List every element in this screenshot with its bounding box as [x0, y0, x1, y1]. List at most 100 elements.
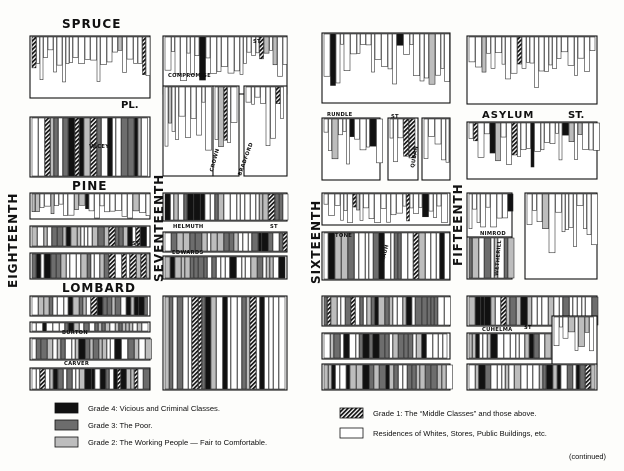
house-lot — [69, 36, 73, 63]
house-lot — [132, 226, 136, 247]
house-lot — [406, 193, 410, 222]
house-lot — [99, 193, 105, 207]
house-lot — [392, 33, 397, 85]
house-lot — [164, 256, 171, 279]
house-lot — [323, 193, 329, 205]
house-lot — [368, 232, 374, 280]
house-lot — [229, 256, 237, 279]
house-lot — [374, 296, 379, 326]
house-lot — [262, 256, 267, 279]
house-lot — [239, 36, 244, 75]
house-lot — [338, 118, 343, 136]
house-lot — [200, 193, 205, 221]
house-lot — [229, 232, 234, 252]
house-lot — [241, 296, 247, 390]
house-lot — [31, 36, 37, 69]
house-lot — [31, 193, 36, 212]
house-lot — [174, 256, 182, 279]
legend-swatch-grade4 — [54, 402, 79, 414]
house-lot — [495, 296, 501, 326]
house-lot — [384, 232, 391, 280]
house-lot — [173, 193, 179, 221]
house-lot — [245, 86, 252, 103]
house-lot — [129, 322, 133, 332]
house-lot — [468, 237, 473, 279]
house-lot — [126, 368, 131, 390]
house-lot — [37, 226, 44, 247]
house-lot — [436, 232, 440, 280]
house-lot — [114, 338, 122, 360]
house-lot — [133, 36, 138, 64]
house-lot — [277, 36, 283, 77]
house-lot — [340, 296, 346, 326]
house-lot — [274, 193, 280, 221]
house-lot — [109, 322, 116, 332]
house-lot — [562, 316, 569, 339]
house-lot — [104, 193, 110, 213]
house-lot — [236, 256, 242, 279]
house-lot — [444, 33, 450, 82]
house-lot — [205, 36, 211, 59]
house-lot — [350, 33, 357, 55]
house-lot — [407, 364, 412, 390]
house-lot — [98, 322, 102, 332]
house-lot — [117, 36, 123, 51]
house-lot — [378, 296, 385, 326]
house-lot — [478, 364, 486, 390]
house-lot — [259, 36, 264, 60]
house-lot — [79, 368, 85, 390]
house-lot — [514, 364, 521, 390]
house-lot — [238, 232, 243, 252]
house-lot — [112, 36, 118, 53]
house-lot — [90, 253, 95, 279]
house-lot — [526, 36, 530, 63]
alley-label-edwards: EDWARDS — [172, 250, 204, 256]
house-lot — [593, 122, 600, 151]
house-lot — [573, 193, 577, 247]
house-lot — [113, 368, 118, 390]
house-lot — [557, 364, 561, 390]
house-lot — [62, 226, 67, 247]
house-lot — [66, 226, 71, 247]
house-lot — [84, 36, 91, 60]
house-lot — [472, 193, 477, 210]
house-lot — [44, 253, 51, 279]
house-lot — [335, 33, 341, 84]
house-lot — [172, 296, 178, 390]
house-lot — [39, 36, 44, 80]
house-lot — [214, 86, 219, 140]
house-lot — [346, 118, 350, 165]
house-lot — [171, 232, 177, 252]
house-lot — [170, 193, 174, 221]
house-lot — [503, 333, 511, 359]
house-lot — [561, 36, 568, 53]
house-lot — [47, 226, 52, 247]
house-lot — [53, 368, 58, 390]
house-lot — [222, 296, 228, 390]
legend-swatch-grade1 — [339, 407, 364, 419]
house-lot — [39, 368, 46, 390]
house-lot — [374, 33, 382, 60]
house-lot — [144, 296, 148, 316]
house-lot — [220, 256, 226, 279]
house-lot — [102, 338, 107, 360]
house-lot — [591, 193, 598, 246]
house-lot — [490, 237, 495, 279]
house-lot — [38, 296, 44, 316]
house-lot — [369, 118, 377, 147]
house-lot — [89, 322, 95, 332]
house-lot — [441, 364, 447, 390]
house-lot — [68, 117, 75, 177]
house-lot — [272, 232, 280, 252]
house-lot — [255, 36, 260, 54]
house-lot — [210, 36, 217, 74]
house-lot — [380, 193, 387, 209]
house-lot — [527, 296, 532, 326]
house-lot — [376, 118, 383, 164]
house-lot — [57, 296, 64, 316]
house-lot — [548, 36, 553, 66]
house-lot — [217, 232, 224, 252]
house-lot — [548, 296, 554, 326]
house-lot — [479, 333, 483, 359]
house-lot — [58, 117, 63, 177]
